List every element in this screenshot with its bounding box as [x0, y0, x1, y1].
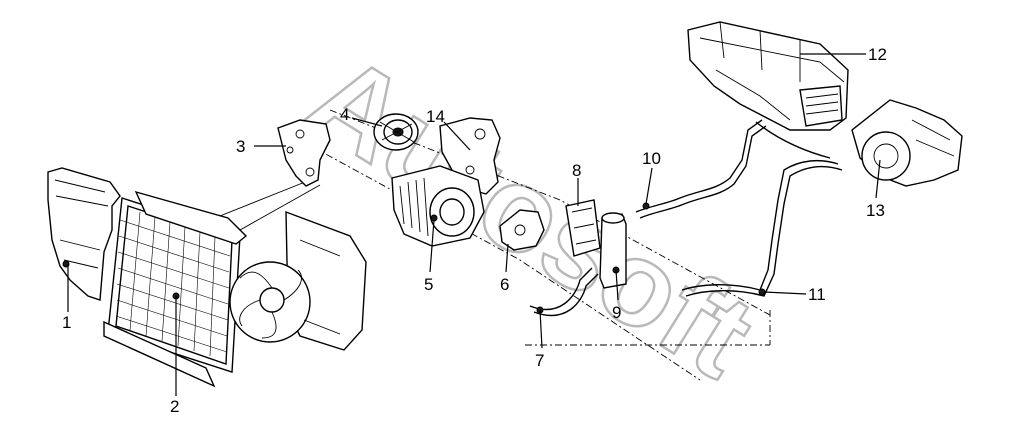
callout-labels: 1 2 3 4 5 6 7 8 9 10 11 12 13 14	[62, 45, 887, 416]
pulley	[373, 113, 419, 151]
callout-10: 10	[642, 149, 661, 168]
callout-2: 2	[170, 397, 179, 416]
callout-1: 1	[62, 313, 71, 332]
callout-7: 7	[535, 351, 544, 370]
callout-3: 3	[236, 137, 245, 156]
air-deflector-panel	[47, 167, 121, 301]
callout-12: 12	[868, 45, 887, 64]
callout-8: 8	[572, 161, 581, 180]
cooling-fan-assembly	[229, 210, 367, 351]
refrigerant-hoses	[529, 119, 843, 317]
callout-6: 6	[500, 275, 509, 294]
blower-unit	[851, 99, 963, 187]
ac-compressor	[391, 165, 485, 247]
callout-11: 11	[808, 285, 826, 304]
compressor-mount	[439, 117, 501, 195]
callout-14: 14	[426, 107, 445, 126]
callout-4: 4	[340, 105, 349, 124]
condenser-radiator	[103, 190, 248, 388]
evaporator-housing	[687, 21, 849, 131]
callout-9: 9	[612, 303, 621, 322]
compressor-support	[499, 209, 545, 251]
callout-5: 5	[424, 275, 433, 294]
compressor-bracket	[277, 119, 331, 187]
callout-leaders	[67, 53, 881, 396]
callout-13: 13	[866, 201, 885, 220]
receiver-drier	[565, 199, 627, 289]
